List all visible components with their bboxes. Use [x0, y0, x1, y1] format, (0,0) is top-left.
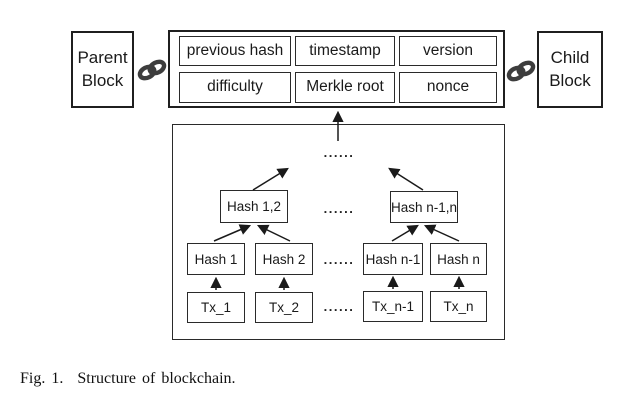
difficulty-label: difficulty — [207, 78, 263, 95]
node-tx-1: Tx_1 — [187, 292, 245, 323]
header-cell-difficulty: difficulty — [179, 71, 291, 103]
tx-2-label: Tx_2 — [268, 300, 299, 315]
child-block-box: Child Block — [537, 31, 603, 108]
hash-2-label: Hash 2 — [262, 251, 306, 267]
hash-n-1-n-label: Hash n-1,n — [390, 199, 458, 215]
nonce-label: nonce — [426, 78, 470, 95]
hash-1-label: Hash 1 — [194, 251, 238, 267]
chain-link-icon — [136, 56, 168, 84]
ellipsis-root-level: ...... — [323, 145, 355, 160]
tx-n-1-label: Tx_n-1 — [371, 299, 415, 314]
merkle-root-label: Merkle root — [306, 78, 384, 95]
ellipsis-parent-hash-level: ...... — [323, 201, 355, 216]
header-cell-nonce: nonce — [399, 71, 497, 103]
node-hash-1-2: Hash 1,2 — [220, 190, 288, 223]
node-tx-n-1: Tx_n-1 — [363, 291, 423, 322]
tx-n-label: Tx_n — [443, 299, 474, 314]
previous-hash-label: previous hash — [186, 41, 284, 59]
header-cell-merkle-root: Merkle root — [295, 71, 395, 103]
node-hash-n-1: Hash n-1 — [363, 243, 423, 275]
timestamp-label: timestamp — [309, 41, 381, 59]
figure-caption: Fig. 1. Structure of blockchain. — [20, 370, 236, 388]
chain-link-icon-left — [137, 59, 167, 81]
node-hash-2: Hash 2 — [255, 243, 313, 275]
hash-n-label: Hash n — [437, 251, 480, 267]
child-block-label: Child Block — [549, 48, 591, 90]
node-hash-n-1-n: Hash n-1,n — [390, 191, 458, 223]
header-cell-version: version — [399, 35, 497, 66]
node-tx-2: Tx_2 — [255, 292, 313, 323]
node-hash-1: Hash 1 — [187, 243, 245, 275]
ellipsis-tx-level: ...... — [323, 299, 355, 314]
chain-link-icon — [505, 57, 537, 85]
hash-1-2-label: Hash 1,2 — [226, 199, 282, 214]
caption-number: Fig. 1. — [20, 370, 64, 387]
chain-link-icon-right — [506, 60, 536, 82]
hash-n-1-label: Hash n-1 — [365, 251, 421, 267]
header-cell-previous-hash: previous hash — [179, 35, 291, 66]
node-hash-n: Hash n — [430, 243, 487, 275]
node-tx-n: Tx_n — [430, 291, 487, 322]
parent-block-label: Parent Block — [77, 48, 128, 90]
version-label: version — [423, 41, 473, 59]
header-cell-timestamp: timestamp — [295, 35, 395, 66]
parent-block-box: Parent Block — [71, 31, 134, 108]
caption-text: Structure of blockchain. — [77, 370, 236, 387]
ellipsis-hash-level: ...... — [323, 252, 355, 267]
tx-1-label: Tx_1 — [200, 300, 231, 315]
block-header-box: previous hash timestamp version difficul… — [168, 30, 505, 108]
